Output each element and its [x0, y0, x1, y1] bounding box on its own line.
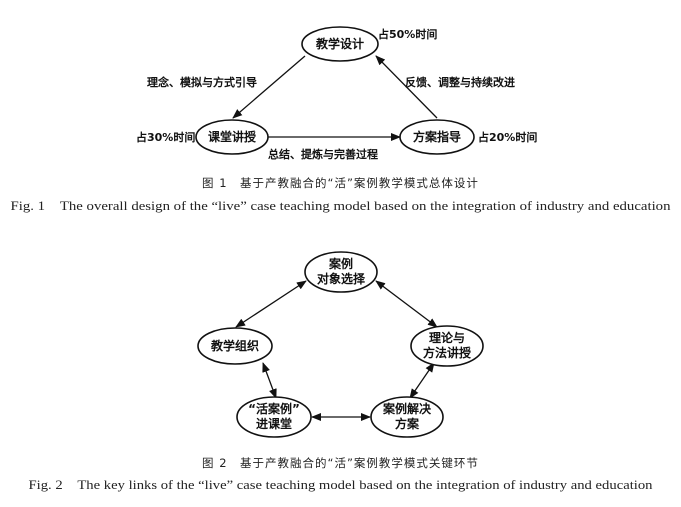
node-case-selection-line2: 对象选择 — [317, 271, 366, 286]
node-teaching-organization: 教学组织 — [197, 327, 273, 365]
node-teaching-organization-label: 教学组织 — [210, 338, 259, 353]
edge-label-left-right: 总结、提炼与完善过程 — [268, 147, 378, 161]
edge-right-to-top — [375, 55, 438, 119]
edge-case-selection-theory — [375, 280, 438, 328]
node-classroom-lecture-label: 课堂讲授 — [208, 129, 257, 144]
node-classroom-lecture: 课堂讲授 — [195, 119, 269, 155]
node-live-case: “活案例” 进课堂 — [236, 396, 312, 438]
edge-teaching-org-live-case — [262, 362, 277, 399]
edge-theory-solution — [409, 362, 435, 399]
node-teaching-design-label: 教学设计 — [315, 36, 364, 51]
node-theory-method-line2: 方法讲授 — [423, 345, 472, 360]
figure-2: 案例 对象选择 教学组织 理论与 方法讲授 “活案例” 进课堂 案例解决 方案 … — [29, 251, 654, 492]
time-label-top: 占50%时间 — [378, 27, 437, 41]
node-case-selection-line1: 案例 — [328, 256, 353, 271]
figure-2-caption-zh: 图 2 基于产教融合的“活”案例教学模式关键环节 — [202, 456, 479, 470]
node-theory-method-line1: 理论与 — [429, 330, 465, 345]
node-live-case-line2: 进课堂 — [256, 416, 292, 431]
node-case-selection: 案例 对象选择 — [304, 251, 378, 293]
node-case-solution: 案例解决 方案 — [370, 396, 444, 438]
time-label-right: 占20%时间 — [478, 130, 537, 144]
node-teaching-design: 教学设计 — [301, 26, 379, 62]
edge-top-to-left — [232, 55, 306, 119]
edge-label-right-top: 反馈、调整与持续改进 — [405, 75, 515, 89]
figure-1-caption-zh: 图 1 基于产教融合的“活”案例教学模式总体设计 — [202, 176, 479, 190]
node-case-solution-line2: 方案 — [395, 416, 420, 431]
node-theory-method: 理论与 方法讲授 — [410, 325, 484, 367]
node-plan-guidance-label: 方案指导 — [413, 129, 461, 144]
edge-case-selection-teaching-org — [235, 280, 307, 328]
figure-2-caption-en: Fig. 2 The key links of the “live” case … — [29, 478, 654, 492]
figure-1-caption-en: Fig. 1 The overall design of the “live” … — [11, 199, 672, 213]
node-plan-guidance: 方案指导 — [399, 119, 475, 155]
node-case-solution-line1: 案例解决 — [382, 401, 432, 416]
figure-1: 教学设计 课堂讲授 方案指导 占50%时间 占30%时间 占20%时间 理念、模… — [11, 26, 672, 213]
node-live-case-line1: “活案例” — [248, 401, 300, 416]
edge-label-top-left: 理念、模拟与方式引导 — [147, 75, 257, 89]
time-label-left: 占30%时间 — [136, 130, 195, 144]
